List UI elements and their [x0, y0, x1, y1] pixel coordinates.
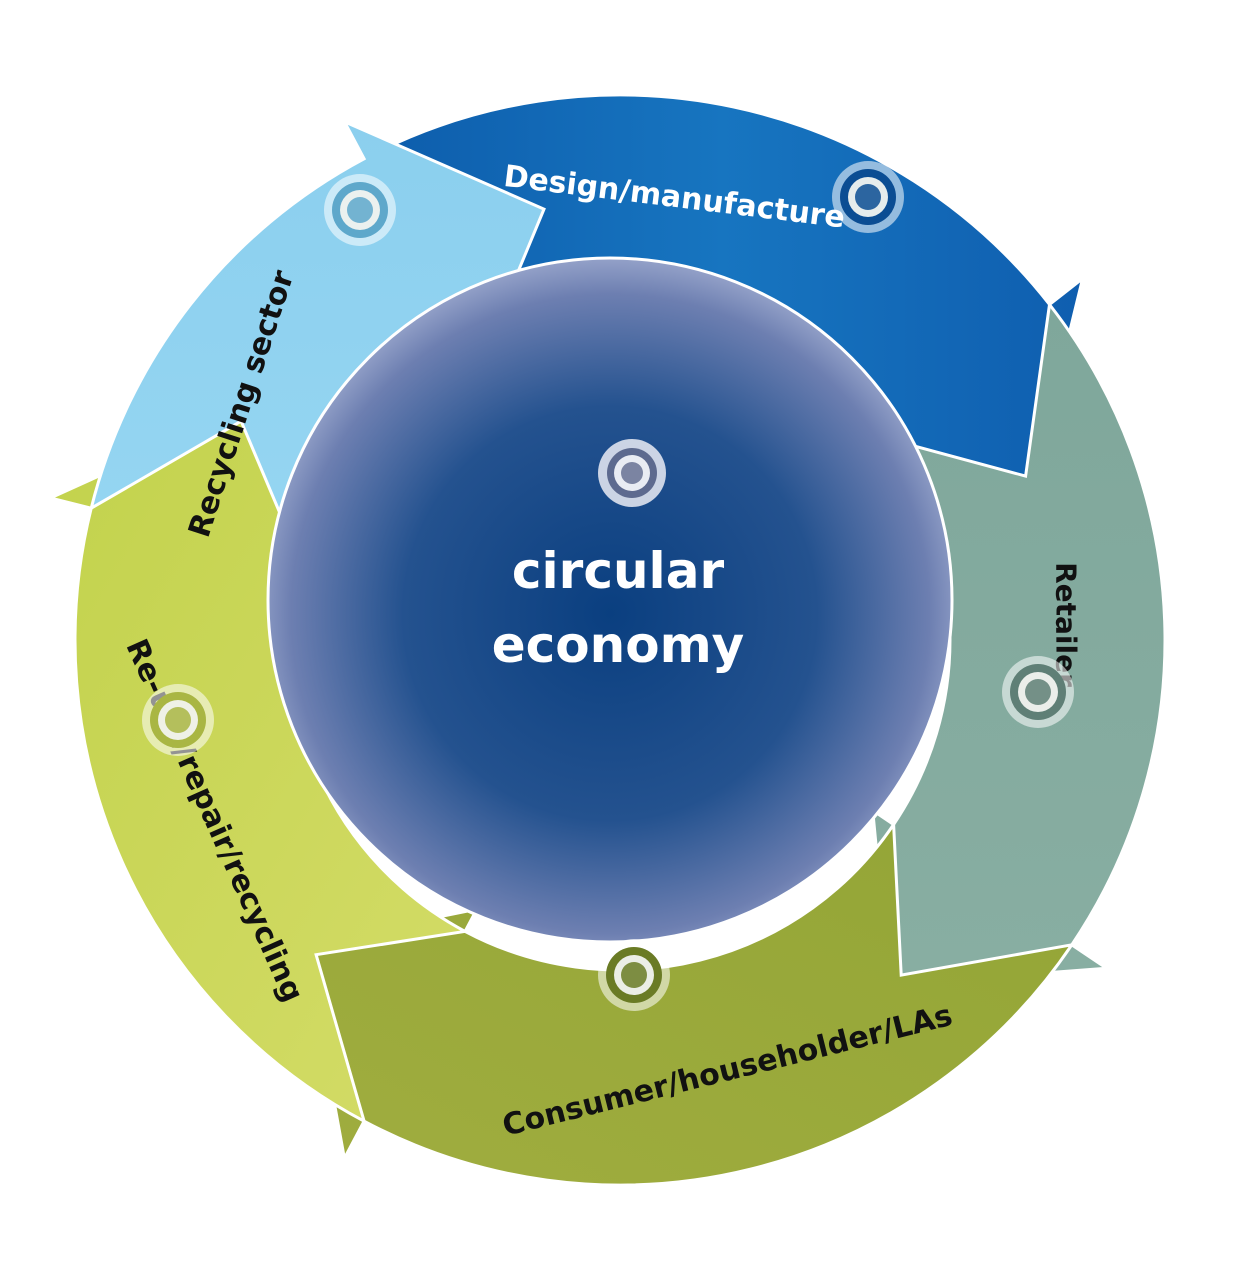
target-icon-recycling [324, 174, 396, 246]
arrow-consumer [303, 819, 1076, 1187]
target-icon-retailer [1002, 656, 1074, 728]
target-icon-design [832, 161, 904, 233]
center-label-line1: circular [512, 542, 725, 600]
center-target-icon [598, 439, 666, 507]
target-icon-reuse [142, 684, 214, 756]
center-label-line2: economy [492, 616, 745, 674]
center-disc [266, 256, 954, 944]
arrow-reuse [45, 406, 470, 1125]
segment-icons [142, 161, 1074, 1011]
target-icon-consumer [598, 939, 670, 1011]
